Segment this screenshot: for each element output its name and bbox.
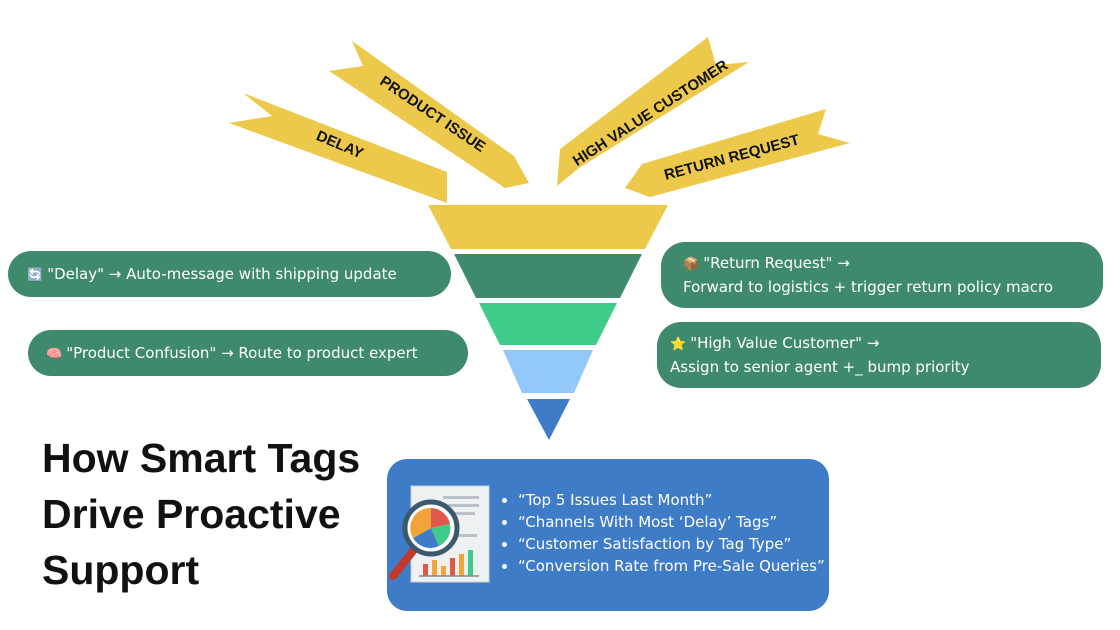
rule-hvc-line1: "High Value Customer" → — [690, 334, 880, 352]
rule-product-text: "Product Confusion" → Route to product e… — [66, 344, 418, 362]
package-icon: 📦 — [683, 257, 700, 272]
rule-high-value-customer: ⭐"High Value Customer" → Assign to senio… — [657, 322, 1101, 388]
rule-product-confusion: 🧠"Product Confusion" → Route to product … — [28, 330, 468, 376]
funnel-layer-4 — [503, 350, 593, 393]
funnel-layer-1 — [428, 205, 668, 249]
list-item: “Channels With Most ‘Delay’ Tags” — [518, 511, 825, 533]
title-line-1: How Smart Tags — [42, 435, 361, 481]
title-line-2: Drive Proactive — [42, 491, 341, 537]
ribbon-return-request: RETURN REQUEST — [625, 109, 850, 197]
funnel-tip — [527, 399, 570, 440]
report-list: “Top 5 Issues Last Month” “Channels With… — [500, 489, 825, 577]
rule-return-line1: "Return Request" → — [703, 254, 850, 272]
ribbon-label-product-issue: PRODUCT ISSUE — [377, 73, 489, 156]
analytics-report-icon — [389, 485, 490, 583]
reports-card: “Top 5 Issues Last Month” “Channels With… — [387, 459, 829, 611]
funnel-layer-3 — [479, 303, 617, 345]
rule-delay-text: "Delay" → Auto-message with shipping upd… — [47, 265, 397, 283]
rule-hvc-line2: Assign to senior agent +_ bump priority — [670, 358, 970, 376]
rule-delay: 🔄"Delay" → Auto-message with shipping up… — [8, 251, 451, 297]
star-icon: ⭐ — [670, 337, 687, 352]
funnel-layer-2 — [454, 254, 642, 298]
page-title: How Smart Tags Drive Proactive Support — [42, 430, 382, 598]
list-item: “Customer Satisfaction by Tag Type” — [518, 533, 825, 555]
funnel — [428, 205, 668, 440]
title-line-3: Support — [42, 547, 200, 593]
rule-return-line2: Forward to logistics + trigger return po… — [683, 278, 1054, 296]
brain-icon: 🧠 — [46, 347, 63, 362]
refresh-icon: 🔄 — [27, 268, 44, 283]
list-item: “Top 5 Issues Last Month” — [518, 489, 825, 511]
rule-return-request: 📦"Return Request" → Forward to logistics… — [661, 242, 1103, 308]
list-item: “Conversion Rate from Pre-Sale Queries” — [518, 555, 825, 577]
